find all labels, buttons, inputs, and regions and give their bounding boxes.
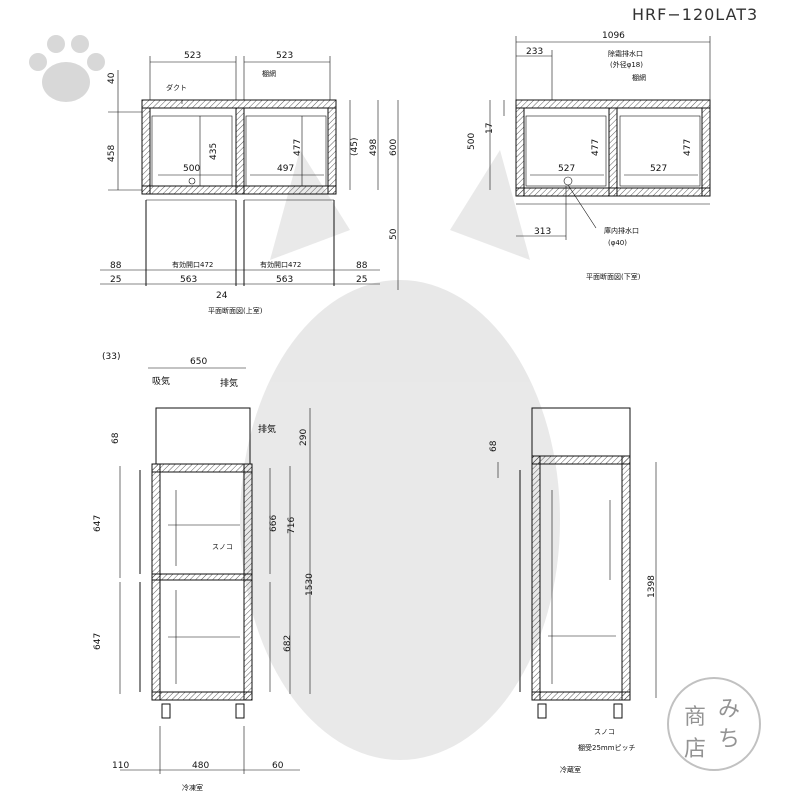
dim-width-right: 523 <box>276 51 293 61</box>
label-shelf-net: 棚網 <box>262 69 276 78</box>
dim-45: (45) <box>350 138 360 156</box>
label-sunoko-freezer: スノコ <box>212 543 233 551</box>
label-duct: ダクト <box>166 83 187 92</box>
dim-1398: 1398 <box>647 575 657 598</box>
dim-opening-right: 有効開口472 <box>260 260 301 269</box>
dim-60: 60 <box>272 761 284 771</box>
stamp-char-2: ち <box>718 727 740 752</box>
dim-68: 68 <box>111 432 121 444</box>
dim-inner-497: 497 <box>277 164 294 174</box>
dim-1096: 1096 <box>602 31 625 41</box>
label-exhaust-side: 排気 <box>258 423 276 435</box>
dim-458: 458 <box>107 145 117 162</box>
dim-25-left: 25 <box>110 275 121 285</box>
dim-88-right: 88 <box>356 261 368 271</box>
freezer-side-section: (33) 650 吸気 排気 排気 スノコ 290 68 647 666 716… <box>93 352 315 792</box>
label-shelf-pitch: 棚受25mmピッチ <box>578 743 636 752</box>
dim-500: 500 <box>467 133 477 150</box>
label-defrost-drain: 除霜排水口 <box>608 49 643 58</box>
label-exhaust-top: 排気 <box>220 377 238 389</box>
dim-88-left: 88 <box>110 261 122 271</box>
label-inner-diameter: (φ40) <box>608 239 627 247</box>
stamp-char-1: み <box>718 697 740 722</box>
dim-290: 290 <box>299 429 309 446</box>
label-sunoko-fridge: スノコ <box>594 728 615 736</box>
dim-527-a: 527 <box>558 164 575 174</box>
label-inner-drain: 庫内排水口 <box>604 226 639 235</box>
dim-50: 50 <box>389 228 399 240</box>
dim-666: 666 <box>269 515 279 532</box>
caption-freezer: 冷凍室 <box>182 783 203 792</box>
dim-600: 600 <box>389 139 399 156</box>
refrigerator-side-section: 68 1398 スノコ 棚受25mmピッチ 冷蔵室 <box>489 407 657 774</box>
dim-650: 650 <box>190 357 207 367</box>
dim-477-a: 477 <box>591 139 601 156</box>
dim-480: 480 <box>192 761 209 771</box>
dim-477-left: 477 <box>293 139 303 156</box>
upper-plan-section: 523 523 40 458 435 477 (45) 498 600 50 5… <box>100 51 399 315</box>
dim-17: 17 <box>485 123 495 134</box>
stamp-char-3: 商 <box>684 705 706 730</box>
shop-stamp-logo: み ち 商 店 <box>667 677 761 771</box>
paw-logo-icon <box>29 35 105 102</box>
label-intake: 吸気 <box>152 375 170 387</box>
dim-40: 40 <box>107 72 117 84</box>
dim-563-left: 563 <box>180 275 197 285</box>
dim-233: 233 <box>526 47 543 57</box>
model-number: HRF−120LAT3 <box>632 5 758 24</box>
dim-110: 110 <box>112 761 129 771</box>
dim-498: 498 <box>369 139 379 156</box>
dim-33: (33) <box>102 352 120 362</box>
dim-313: 313 <box>534 227 551 237</box>
label-outer-diameter: (外径φ18) <box>610 60 643 69</box>
caption-lower-plan: 平面断面図(下室) <box>586 272 641 281</box>
dim-647-lower: 647 <box>93 633 103 650</box>
dim-647-upper: 647 <box>93 515 103 532</box>
dim-716: 716 <box>287 517 297 534</box>
dim-68-fridge: 68 <box>489 440 499 452</box>
watermark-cat-icon <box>240 150 560 760</box>
dim-24: 24 <box>216 291 228 301</box>
label-shelf-net-lower: 棚網 <box>632 73 646 82</box>
dim-opening-left: 有効開口472 <box>172 260 213 269</box>
dim-width-left: 523 <box>184 51 201 61</box>
dim-25-right: 25 <box>356 275 367 285</box>
lower-plan-section: 1096 233 500 17 477 477 527 527 313 除霜排水… <box>467 31 711 281</box>
dim-inner-500: 500 <box>183 164 200 174</box>
dim-563-right: 563 <box>276 275 293 285</box>
dim-527-b: 527 <box>650 164 667 174</box>
dim-477-b: 477 <box>683 139 693 156</box>
dim-435: 435 <box>209 143 219 160</box>
stamp-char-4: 店 <box>684 737 706 762</box>
caption-refrigerator: 冷蔵室 <box>560 765 581 774</box>
dim-682: 682 <box>283 635 293 652</box>
dim-1530: 1530 <box>305 573 315 596</box>
caption-upper-plan: 平面断面図(上室) <box>208 306 263 315</box>
